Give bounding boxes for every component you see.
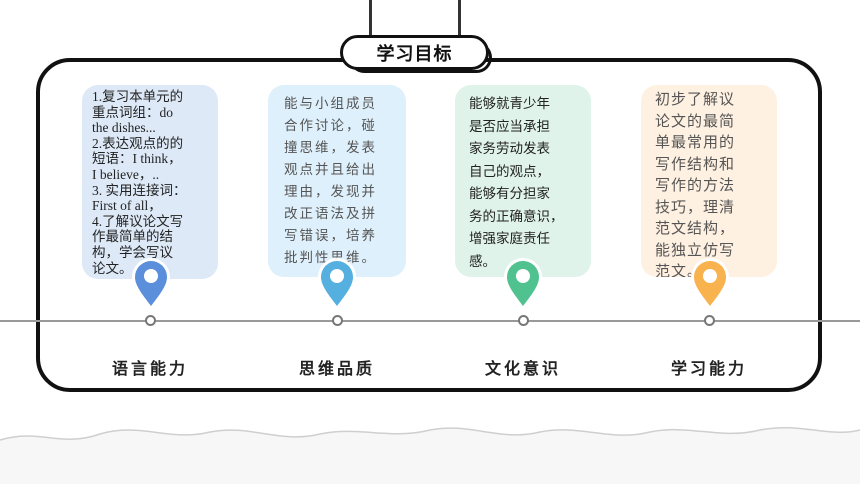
objective-line: First of all， (92, 198, 162, 214)
objective-line: 能与小组成员 (284, 96, 377, 112)
objective-line: 观点并且给出 (284, 162, 377, 178)
objective-line: the dishes... (92, 120, 156, 136)
objective-line: 理由，发现并 (284, 184, 377, 200)
objective-line: 务的正确意识， (469, 208, 564, 225)
objective-card-learning: 初步了解议论文的最简单最常用的写作结构和写作的方法技巧，理清范文结构， 能独立仿写… (641, 85, 777, 277)
objective-line: 作最简单的结 (92, 229, 173, 245)
objective-line: 家务劳动发表 (469, 141, 550, 157)
map-pin-icon-culture (504, 258, 542, 310)
objective-line: 范文结构， (655, 219, 736, 237)
timeline-dot-2 (332, 315, 343, 326)
objective-line: 能够就青少年 (469, 96, 550, 112)
objective-line: 2.表达观点的的 (92, 135, 184, 151)
hanging-line-right (458, 0, 461, 40)
objective-line: 4.了解议论文写 (92, 213, 184, 229)
objective-line: 技巧，理清 (655, 197, 736, 216)
map-pin-icon-learning (691, 258, 729, 310)
objective-line: 单最常用的 (655, 133, 736, 151)
objective-text-thinking: 能与小组成员合作讨论，碰撞思维，发表观点并且给出理由，发现并改正语法及拼写错误，… (284, 93, 394, 269)
objective-line: 论文。 (92, 260, 133, 276)
timeline-dot-4 (704, 315, 715, 326)
objective-text-culture: 能够就青少年是否应当承担家务劳动发表自己的观点， 能够有分担家务的正确意识， 增强家… (469, 93, 583, 273)
objective-line: 初步了解议 (655, 90, 736, 108)
objective-line: 范文。 (655, 262, 704, 277)
map-pin-icon-thinking (318, 258, 356, 310)
label-culture: 文化意识 (484, 359, 561, 378)
objective-line: 是否应当承担 (469, 118, 550, 135)
objective-text-learning: 初步了解议论文的最简单最常用的写作结构和写作的方法技巧，理清范文结构， 能独立仿写… (655, 89, 767, 277)
label-language: 语言能力 (111, 359, 188, 378)
objective-line: 写作结构和 (655, 154, 736, 173)
timeline-dot-1 (145, 315, 156, 326)
objective-line: 能独立仿写 (655, 240, 736, 259)
objective-line: 写作的方法 (655, 176, 736, 194)
objective-line: 构，学会写议 (92, 244, 173, 260)
page-title: 学习目标 (340, 35, 492, 73)
objective-line: 1.复习本单元的 (92, 89, 184, 104)
objective-line: 批判性思维。 (284, 250, 377, 266)
map-pin-icon-language (132, 258, 170, 310)
timeline-axis (0, 320, 860, 322)
label-thinking: 思维品质 (298, 359, 375, 378)
objective-line: 能够有分担家 (469, 186, 550, 202)
objective-line: 写错误，培养 (284, 228, 377, 244)
objective-line: 感。 (469, 253, 496, 270)
timeline-dot-3 (518, 315, 529, 326)
objective-line: 短语：I think， (92, 151, 182, 167)
objective-line: 改正语法及拼 (284, 206, 377, 222)
objective-card-culture: 能够就青少年是否应当承担家务劳动发表自己的观点， 能够有分担家务的正确意识， 增强家… (455, 85, 591, 277)
objective-line: 撞思维，发表 (284, 140, 377, 156)
objective-line: 增强家庭责任 (469, 231, 550, 247)
objective-line: 论文的最简 (655, 111, 736, 130)
label-learning: 学习能力 (670, 359, 747, 378)
objective-line: 合作讨论，碰 (284, 118, 377, 134)
decorative-wave (0, 426, 860, 484)
objective-line: 3. 实用连接词： (92, 182, 187, 198)
objective-line: I believe，.. (92, 166, 160, 182)
objective-line: 自己的观点， (469, 163, 550, 180)
hanging-line-left (369, 0, 372, 40)
objective-line: 重点词组：do (92, 104, 173, 120)
objective-card-thinking: 能与小组成员合作讨论，碰撞思维，发表观点并且给出理由，发现并改正语法及拼写错误，… (268, 85, 406, 277)
